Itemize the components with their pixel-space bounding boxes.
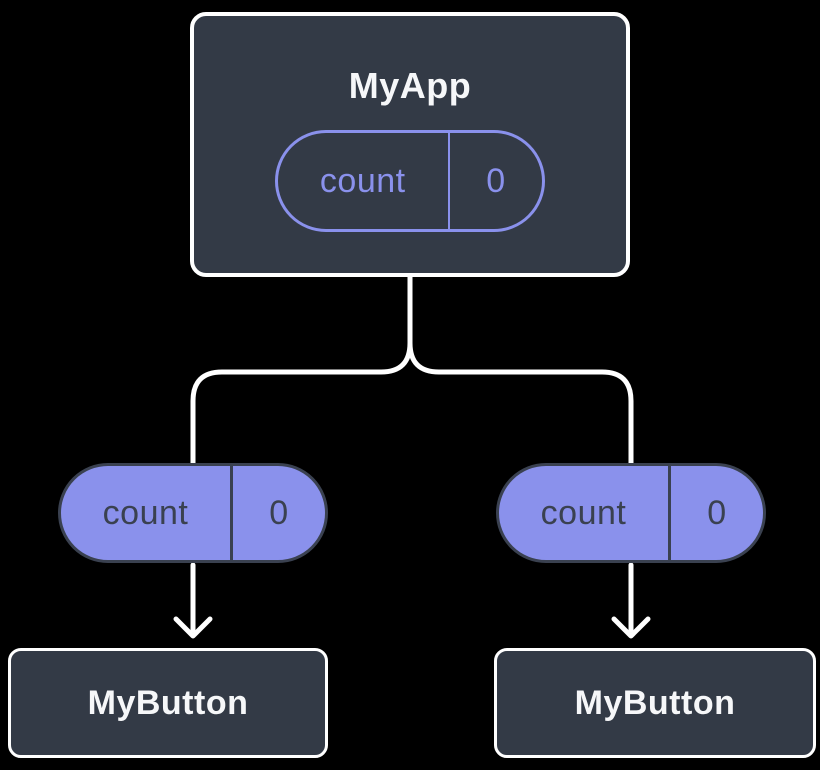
prop-value: 0 (707, 493, 727, 532)
prop-name: count (102, 493, 189, 532)
component-title-mybutton-right: MyButton (574, 683, 736, 722)
component-box-mybutton-left: MyButton (8, 648, 328, 758)
branch-line-left (190, 274, 413, 470)
component-box-myapp: MyApp count 0 (190, 12, 630, 277)
pill-divider (230, 466, 233, 560)
prop-name: count (540, 493, 627, 532)
arrow-head-right-icon (611, 616, 651, 639)
prop-pill-left: count 0 (58, 463, 328, 563)
state-value: 0 (486, 161, 506, 200)
prop-value: 0 (269, 493, 289, 532)
pill-divider (668, 466, 671, 560)
pill-divider (447, 133, 450, 229)
component-title-myapp: MyApp (348, 65, 472, 106)
state-pill-myapp: count 0 (275, 130, 545, 232)
component-box-mybutton-right: MyButton (494, 648, 816, 758)
branch-line-right (407, 274, 634, 470)
prop-pill-right: count 0 (496, 463, 766, 563)
state-name: count (319, 161, 406, 200)
arrow-head-left-icon (173, 616, 213, 639)
component-title-mybutton-left: MyButton (87, 683, 249, 722)
